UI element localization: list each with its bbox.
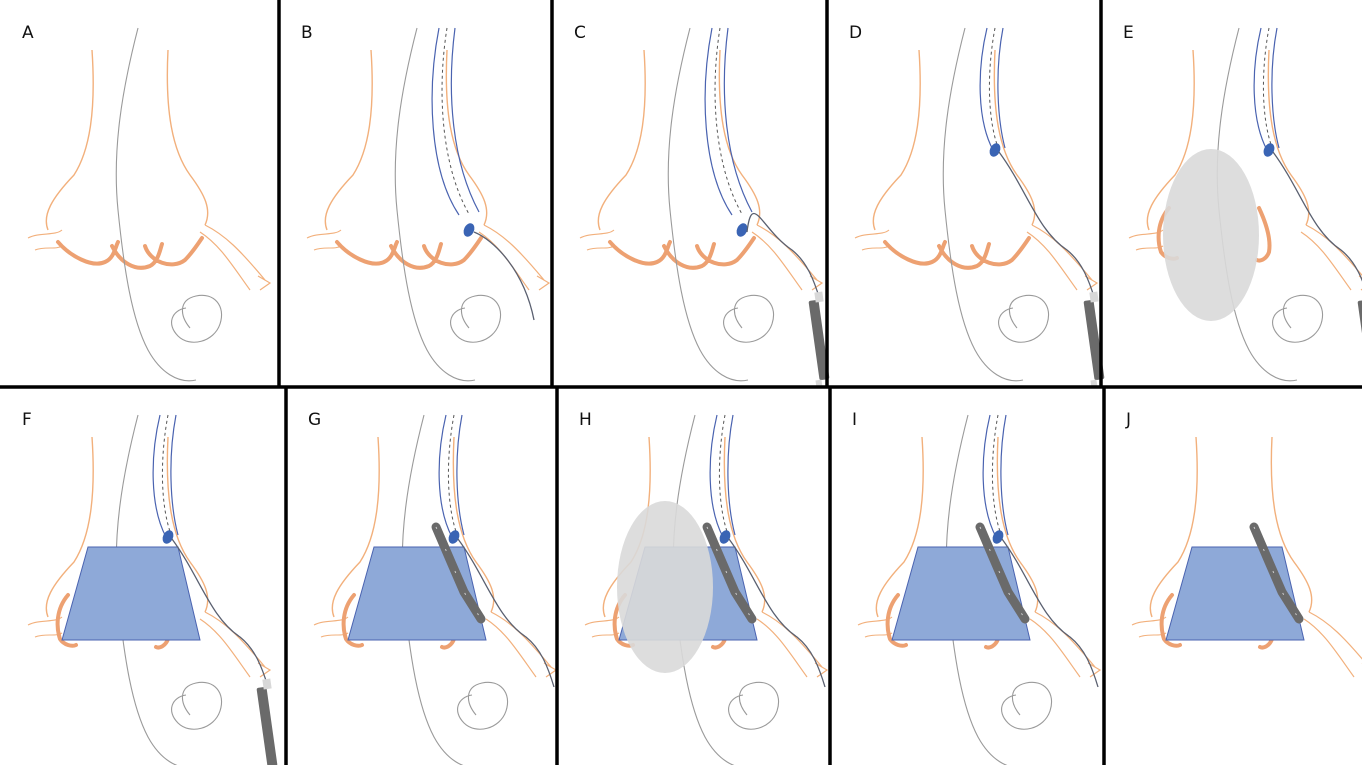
panel-label: A	[22, 23, 34, 43]
panel-label: G	[308, 410, 321, 430]
panel-label: E	[1123, 23, 1134, 43]
panel-label: J	[1125, 410, 1131, 430]
sheath-proximal-cap	[262, 678, 271, 689]
panel-label: D	[849, 23, 862, 43]
panel-label: F	[22, 410, 32, 430]
panel-label: B	[301, 23, 313, 43]
inflated-balloon	[617, 501, 713, 673]
sheath-proximal-cap	[1089, 291, 1098, 302]
sheath-proximal-cap	[814, 291, 823, 302]
panel-label: I	[852, 410, 857, 430]
panel-label: H	[579, 410, 592, 430]
inflated-balloon	[1163, 149, 1259, 321]
panel-label: C	[574, 23, 586, 43]
